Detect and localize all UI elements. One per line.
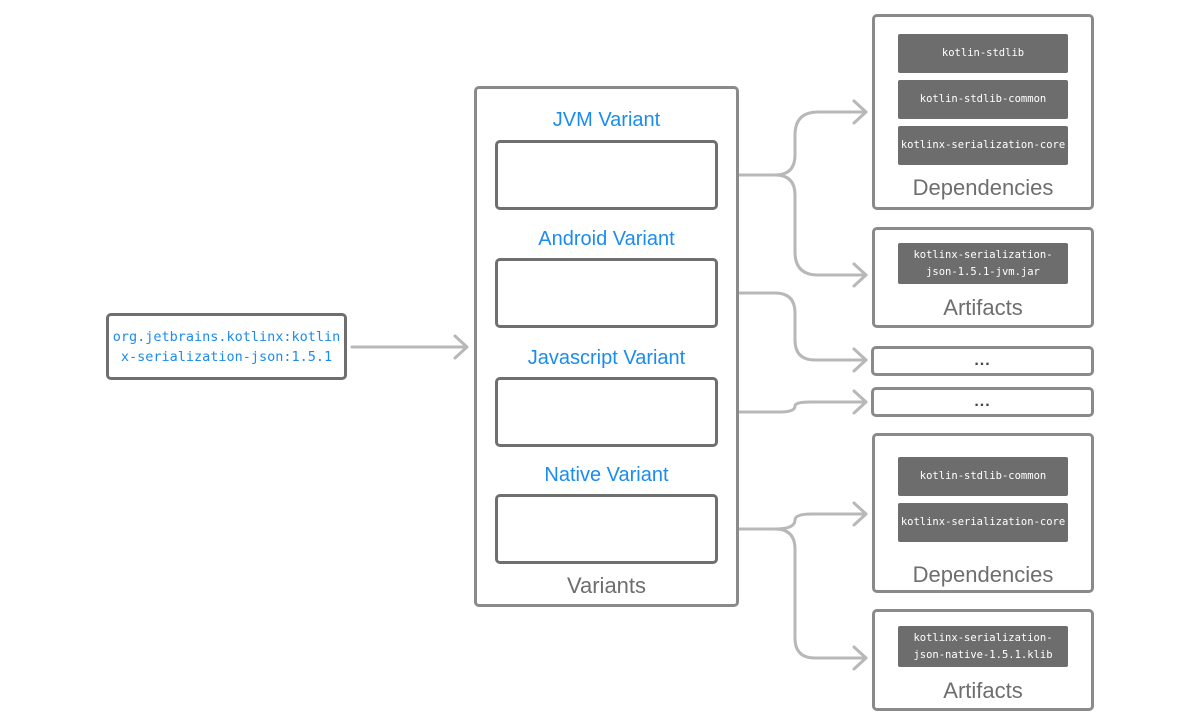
module-coordinates-text: org.jetbrains.kotlinx:kotlin x-serializa… [112, 328, 341, 365]
variants-caption: Variants [566, 573, 647, 598]
native-dependencies-caption: Dependencies [912, 562, 1054, 587]
module-coordinates-box: org.jetbrains.kotlinx:kotlin x-serializa… [106, 313, 347, 380]
javascript-output-box [871, 387, 1094, 417]
javascript-variant-title: Javascript Variant [527, 347, 686, 369]
jvm-dependencies-caption: Dependencies [912, 175, 1054, 200]
android-output-box [871, 346, 1094, 376]
jvm-variant-box [495, 140, 718, 210]
native-artifact-chip: kotlinx-serialization- json-native-1.5.1… [898, 626, 1068, 667]
arrowhead-javascript [852, 389, 868, 415]
jvm-dependency-chip: kotlinx-serialization-core [898, 126, 1068, 165]
connector-jvm [720, 110, 868, 277]
arrowhead-android [852, 347, 868, 373]
native-dependency-chip: kotlinx-serialization-core [898, 503, 1068, 542]
jvm-artifacts-caption: Artifacts [943, 295, 1023, 320]
jvm-dependency-chip: kotlin-stdlib-common [898, 80, 1068, 119]
arrowhead-jvm-artifacts [852, 262, 868, 288]
android-variant-title: Android Variant [538, 228, 675, 250]
connector-native [720, 512, 868, 660]
javascript-output-ellipsis: ... [974, 393, 991, 410]
arrowhead-variants [453, 334, 469, 360]
connector-android [720, 291, 868, 362]
native-artifacts-caption: Artifacts [943, 678, 1023, 703]
native-variant-title: Native Variant [544, 464, 669, 486]
javascript-variant-box [495, 377, 718, 447]
arrowhead-native-dependencies [852, 501, 868, 527]
jvm-variant-title: JVM Variant [552, 109, 661, 131]
arrowhead-jvm-dependencies [852, 99, 868, 125]
native-dependency-chip: kotlin-stdlib-common [898, 457, 1068, 496]
arrowhead-native-artifacts [852, 645, 868, 671]
connector-javascript [720, 400, 868, 414]
native-variant-box [495, 494, 718, 564]
android-variant-box [495, 258, 718, 328]
android-output-ellipsis: ... [974, 352, 991, 369]
jvm-dependency-chip: kotlin-stdlib [898, 34, 1068, 73]
jvm-artifact-chip: kotlinx-serialization- json-1.5.1-jvm.ja… [898, 243, 1068, 284]
